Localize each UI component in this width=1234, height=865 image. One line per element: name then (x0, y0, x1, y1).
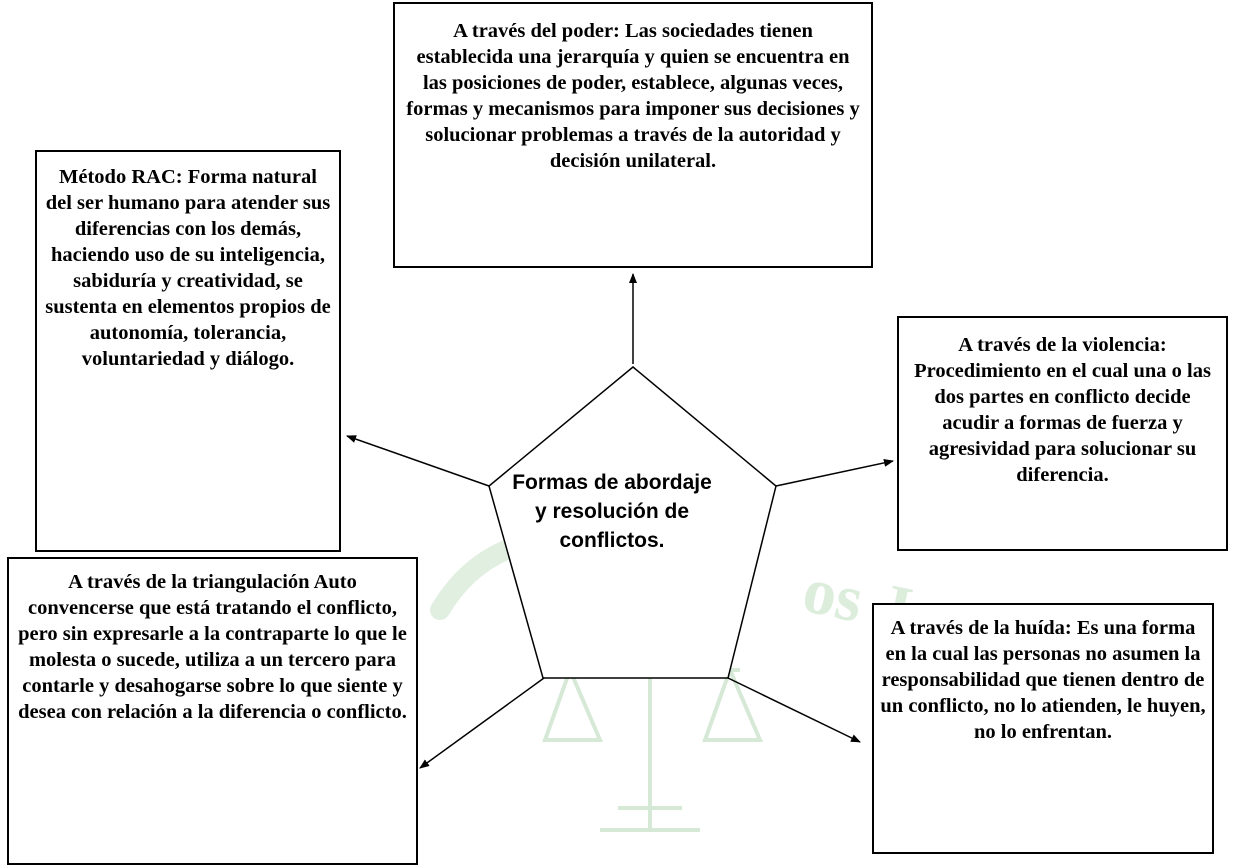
arrow-to-violencia (775, 458, 894, 487)
center-pentagon (488, 366, 777, 679)
box-rac: Método RAC: Forma natural del ser humano… (35, 150, 341, 552)
box-triangulacion: A través de la triangulación Auto conven… (7, 557, 418, 865)
arrow-to-huida (727, 677, 861, 743)
box-violencia: A través de la violencia: Procedimiento … (897, 316, 1228, 551)
arrow-to-rac (346, 435, 490, 487)
box-rac-text: Método RAC: Forma natural del ser humano… (45, 166, 331, 370)
box-huida-text: A través de la huída: Es una forma en la… (880, 617, 1206, 743)
box-huida: A través de la huída: Es una forma en la… (872, 603, 1214, 854)
box-poder-text: A través del poder: Las sociedades tiene… (406, 20, 860, 172)
box-poder: A través del poder: Las sociedades tiene… (393, 2, 873, 268)
arrow-to-triangulacion (419, 677, 545, 769)
box-triangulacion-text: A través de la triangulación Auto conven… (18, 571, 407, 723)
box-violencia-text: A través de la violencia: Procedimiento … (914, 334, 1211, 486)
